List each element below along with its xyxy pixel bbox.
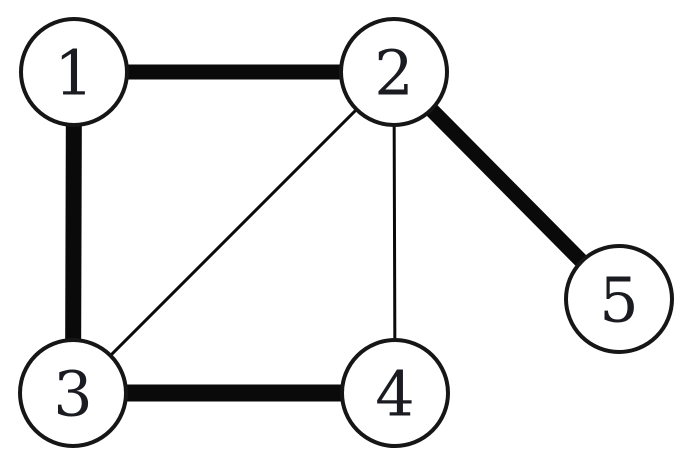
node-3: 3 bbox=[18, 338, 128, 448]
node-5-label: 5 bbox=[599, 263, 638, 336]
edge-2-3 bbox=[71, 70, 396, 395]
node-1-label: 1 bbox=[54, 36, 93, 109]
node-4: 4 bbox=[340, 338, 450, 448]
node-4-label: 4 bbox=[375, 357, 414, 430]
node-2: 2 bbox=[339, 17, 449, 127]
node-5-circle bbox=[564, 244, 674, 354]
node-5: 5 bbox=[564, 244, 674, 354]
node-4-circle bbox=[340, 338, 450, 448]
node-3-label: 3 bbox=[53, 357, 92, 430]
node-2-circle bbox=[339, 17, 449, 127]
edges-layer bbox=[65, 64, 625, 402]
node-1-circle bbox=[19, 17, 129, 127]
node-1: 1 bbox=[19, 17, 129, 127]
node-2-label: 2 bbox=[374, 36, 413, 109]
nodes-layer: 1 2 3 4 5 bbox=[18, 17, 674, 448]
node-3-circle bbox=[18, 338, 128, 448]
